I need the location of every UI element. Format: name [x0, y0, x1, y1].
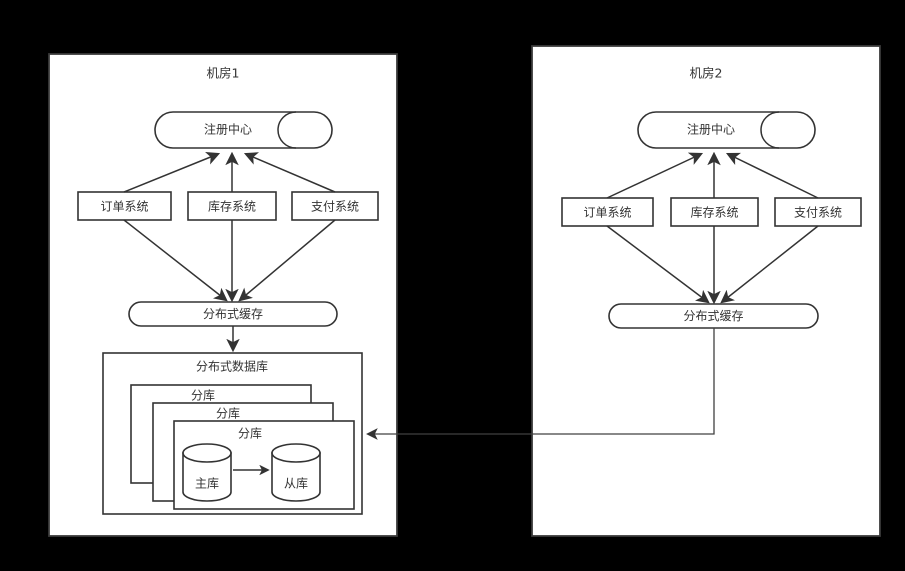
- idc1-database-label: 分布式数据库: [196, 359, 268, 374]
- idc2-registry-label: 注册中心: [687, 122, 735, 137]
- idc1-db-master-label: 主库: [195, 476, 219, 491]
- idc1-distributed-database[interactable]: 分布式数据库 分库 分库 分库: [102, 352, 363, 515]
- idc1-registry-label: 注册中心: [204, 122, 252, 137]
- idc2-service-inventory-label: 库存系统: [690, 205, 738, 220]
- cross-dc-link-idc2-cache-to-idc1-database: [366, 328, 715, 440]
- idc1-db-slave-body: [271, 452, 321, 502]
- idc1-db-master-body: [182, 452, 232, 502]
- idc2-edge-payment-to-cache: [720, 225, 819, 304]
- idc2-service-payment[interactable]: 支付系统: [774, 197, 862, 227]
- panel-idc2[interactable]: 机房2 注册中心 订单系统 库存系统 支付系统: [531, 45, 881, 537]
- idc1-edge-order-to-cache: [123, 219, 228, 302]
- idc2-service-order[interactable]: 订单系统: [561, 197, 654, 227]
- panel-idc1[interactable]: 机房1 注册中心 订单系统 库存系统 支付系统: [48, 53, 398, 537]
- idc2-registry-center[interactable]: 注册中心: [637, 111, 816, 149]
- idc1-db-slave[interactable]: 从库: [271, 443, 321, 502]
- idc1-service-inventory-label: 库存系统: [208, 199, 256, 214]
- idc1-registry-fold: [277, 111, 297, 149]
- idc1-shard-2-label: 分库: [216, 406, 240, 421]
- idc1-service-order-box: [77, 191, 172, 221]
- idc2-edge-order-to-cache: [606, 225, 710, 304]
- idc1-service-payment[interactable]: 支付系统: [291, 191, 379, 221]
- idc2-service-order-label: 订单系统: [583, 206, 631, 220]
- idc1-db-master[interactable]: 主库: [182, 443, 232, 502]
- idc2-service-payment-label: 支付系统: [794, 206, 842, 220]
- idc1-db-slave-top: [271, 443, 321, 463]
- idc2-service-payment-box: [774, 197, 862, 227]
- idc2-cache-label: 分布式缓存: [683, 309, 743, 323]
- idc2-edge-payment-to-registry: [725, 152, 819, 199]
- panel-idc2-title: 机房2: [690, 66, 723, 81]
- idc1-edge-payment-to-registry: [243, 152, 336, 193]
- idc1-shard-3-label: 分库: [238, 426, 262, 441]
- idc1-registry-center[interactable]: 注册中心: [154, 111, 333, 149]
- idc1-registry-shape: [154, 111, 333, 149]
- idc1-shard-1-label: 分库: [191, 388, 215, 403]
- idc1-service-order-label: 订单系统: [100, 200, 148, 214]
- idc2-service-inventory[interactable]: 库存系统: [670, 197, 759, 227]
- idc1-service-inventory[interactable]: 库存系统: [187, 191, 277, 221]
- idc1-service-order[interactable]: 订单系统: [77, 191, 172, 221]
- idc1-db-slave-label: 从库: [284, 476, 308, 491]
- idc1-service-payment-box: [291, 191, 379, 221]
- idc2-registry-shape: [637, 111, 816, 149]
- idc1-edge-order-to-registry: [123, 151, 221, 193]
- idc1-db-master-top: [182, 443, 232, 463]
- idc2-registry-fold: [760, 111, 780, 149]
- idc1-cache-label: 分布式缓存: [203, 307, 263, 321]
- idc1-edge-payment-to-cache: [238, 219, 336, 302]
- idc2-distributed-cache[interactable]: 分布式缓存: [608, 303, 819, 329]
- idc1-distributed-cache[interactable]: 分布式缓存: [128, 301, 338, 327]
- idc1-shard-3[interactable]: 分库 主库 从库: [173, 420, 355, 510]
- idc2-edge-order-to-registry: [606, 152, 704, 199]
- panel-idc1-title: 机房1: [207, 66, 240, 81]
- idc1-service-payment-label: 支付系统: [311, 200, 359, 214]
